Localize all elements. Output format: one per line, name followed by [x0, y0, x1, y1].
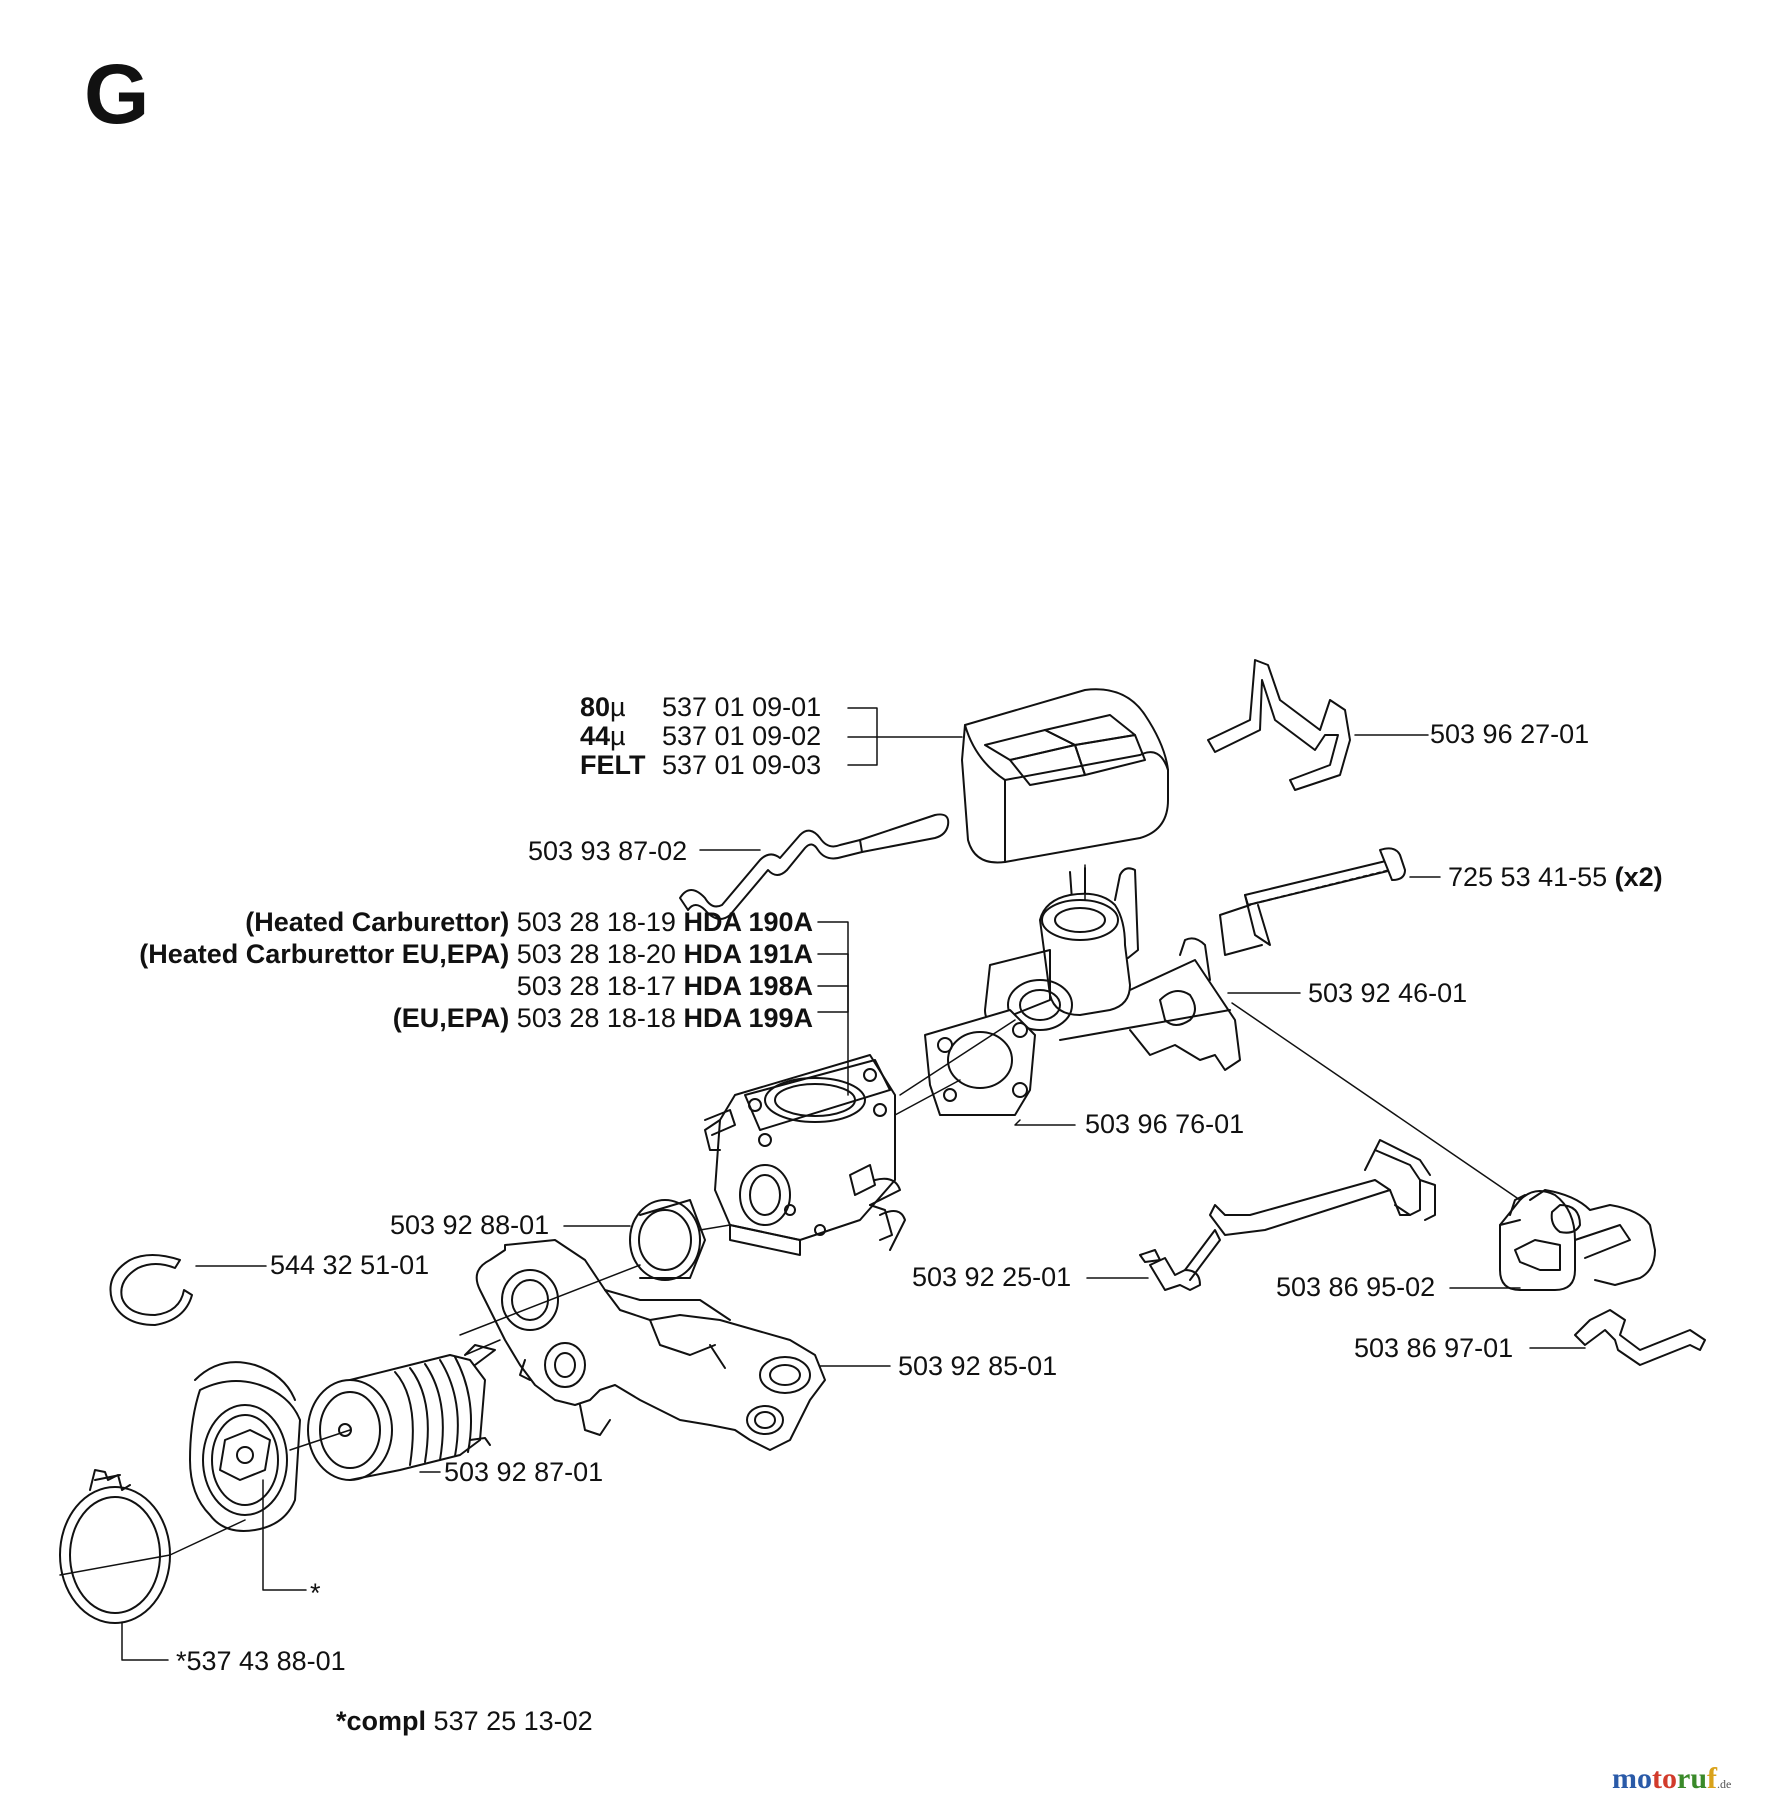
filter-80-part: 537 01 09-01: [662, 692, 822, 722]
air-guide-drawing: [189, 1361, 301, 1532]
carb-row-2: (Heated Carburettor EU,EPA) 503 28 18-20…: [139, 939, 813, 969]
air-guide-star: *: [310, 1578, 321, 1608]
carb-row-4: (EU,EPA) 503 28 18-18 HDA 199A: [392, 1003, 813, 1033]
bracket-part: 503 86 95-02: [1276, 1272, 1436, 1302]
ring-part: 503 92 88-01: [390, 1210, 550, 1240]
filter-44-part: 537 01 09-02: [662, 721, 822, 751]
gasket-part: 503 96 76-01: [1085, 1109, 1245, 1139]
throttle-rod-part: 503 92 25-01: [912, 1262, 1072, 1292]
intake-part: 503 92 85-01: [898, 1351, 1058, 1381]
leader-lines: [121, 707, 1586, 1661]
air-filter-drawing: [961, 688, 1169, 901]
bellows-part: 503 92 87-01: [444, 1457, 604, 1487]
filter-felt-label: FELT: [580, 750, 646, 780]
bracket-drawing: [1499, 1189, 1656, 1291]
clamp-part: *537 43 88-01: [176, 1646, 346, 1676]
gasket-drawing: [924, 1009, 1036, 1116]
screw-drawing: [1219, 847, 1406, 956]
carb-row-1: (Heated Carburettor) 503 28 18-19 HDA 19…: [245, 907, 813, 937]
compl-part: *compl 537 25 13-02: [336, 1706, 593, 1736]
section-letter: G: [84, 47, 150, 141]
throttle-rod-drawing: [1139, 1139, 1436, 1291]
spring-drawing: [1207, 659, 1351, 791]
screw-part: 725 53 41-55 (x2): [1448, 862, 1663, 892]
wire-rod-part: 503 93 87-02: [528, 836, 688, 866]
carburettor-drawing: [704, 1054, 906, 1256]
carb-row-3: 503 28 18-17 HDA 198A: [516, 971, 813, 1001]
filter-80-label: 80µ: [580, 692, 626, 722]
circlip-part: 544 32 51-01: [270, 1250, 430, 1280]
circlip-drawing: [109, 1254, 193, 1326]
filter-felt-part: 537 01 09-03: [662, 750, 822, 780]
boot-drawing: [984, 867, 1241, 1071]
clip-part: 503 86 97-01: [1354, 1333, 1514, 1363]
ring-drawing: [629, 1199, 706, 1281]
spring-part: 503 96 27-01: [1430, 719, 1590, 749]
wire-rod-drawing: [679, 813, 950, 920]
filter-44-label: 44µ: [580, 721, 626, 751]
watermark-logo: motoruf.de: [1612, 1762, 1732, 1795]
clip-drawing: [1574, 1309, 1706, 1366]
axis-lines: [59, 864, 1521, 1576]
boot-part: 503 92 46-01: [1308, 978, 1468, 1008]
intake-drawing: [475, 1239, 826, 1451]
clamp-drawing: [59, 1469, 171, 1624]
